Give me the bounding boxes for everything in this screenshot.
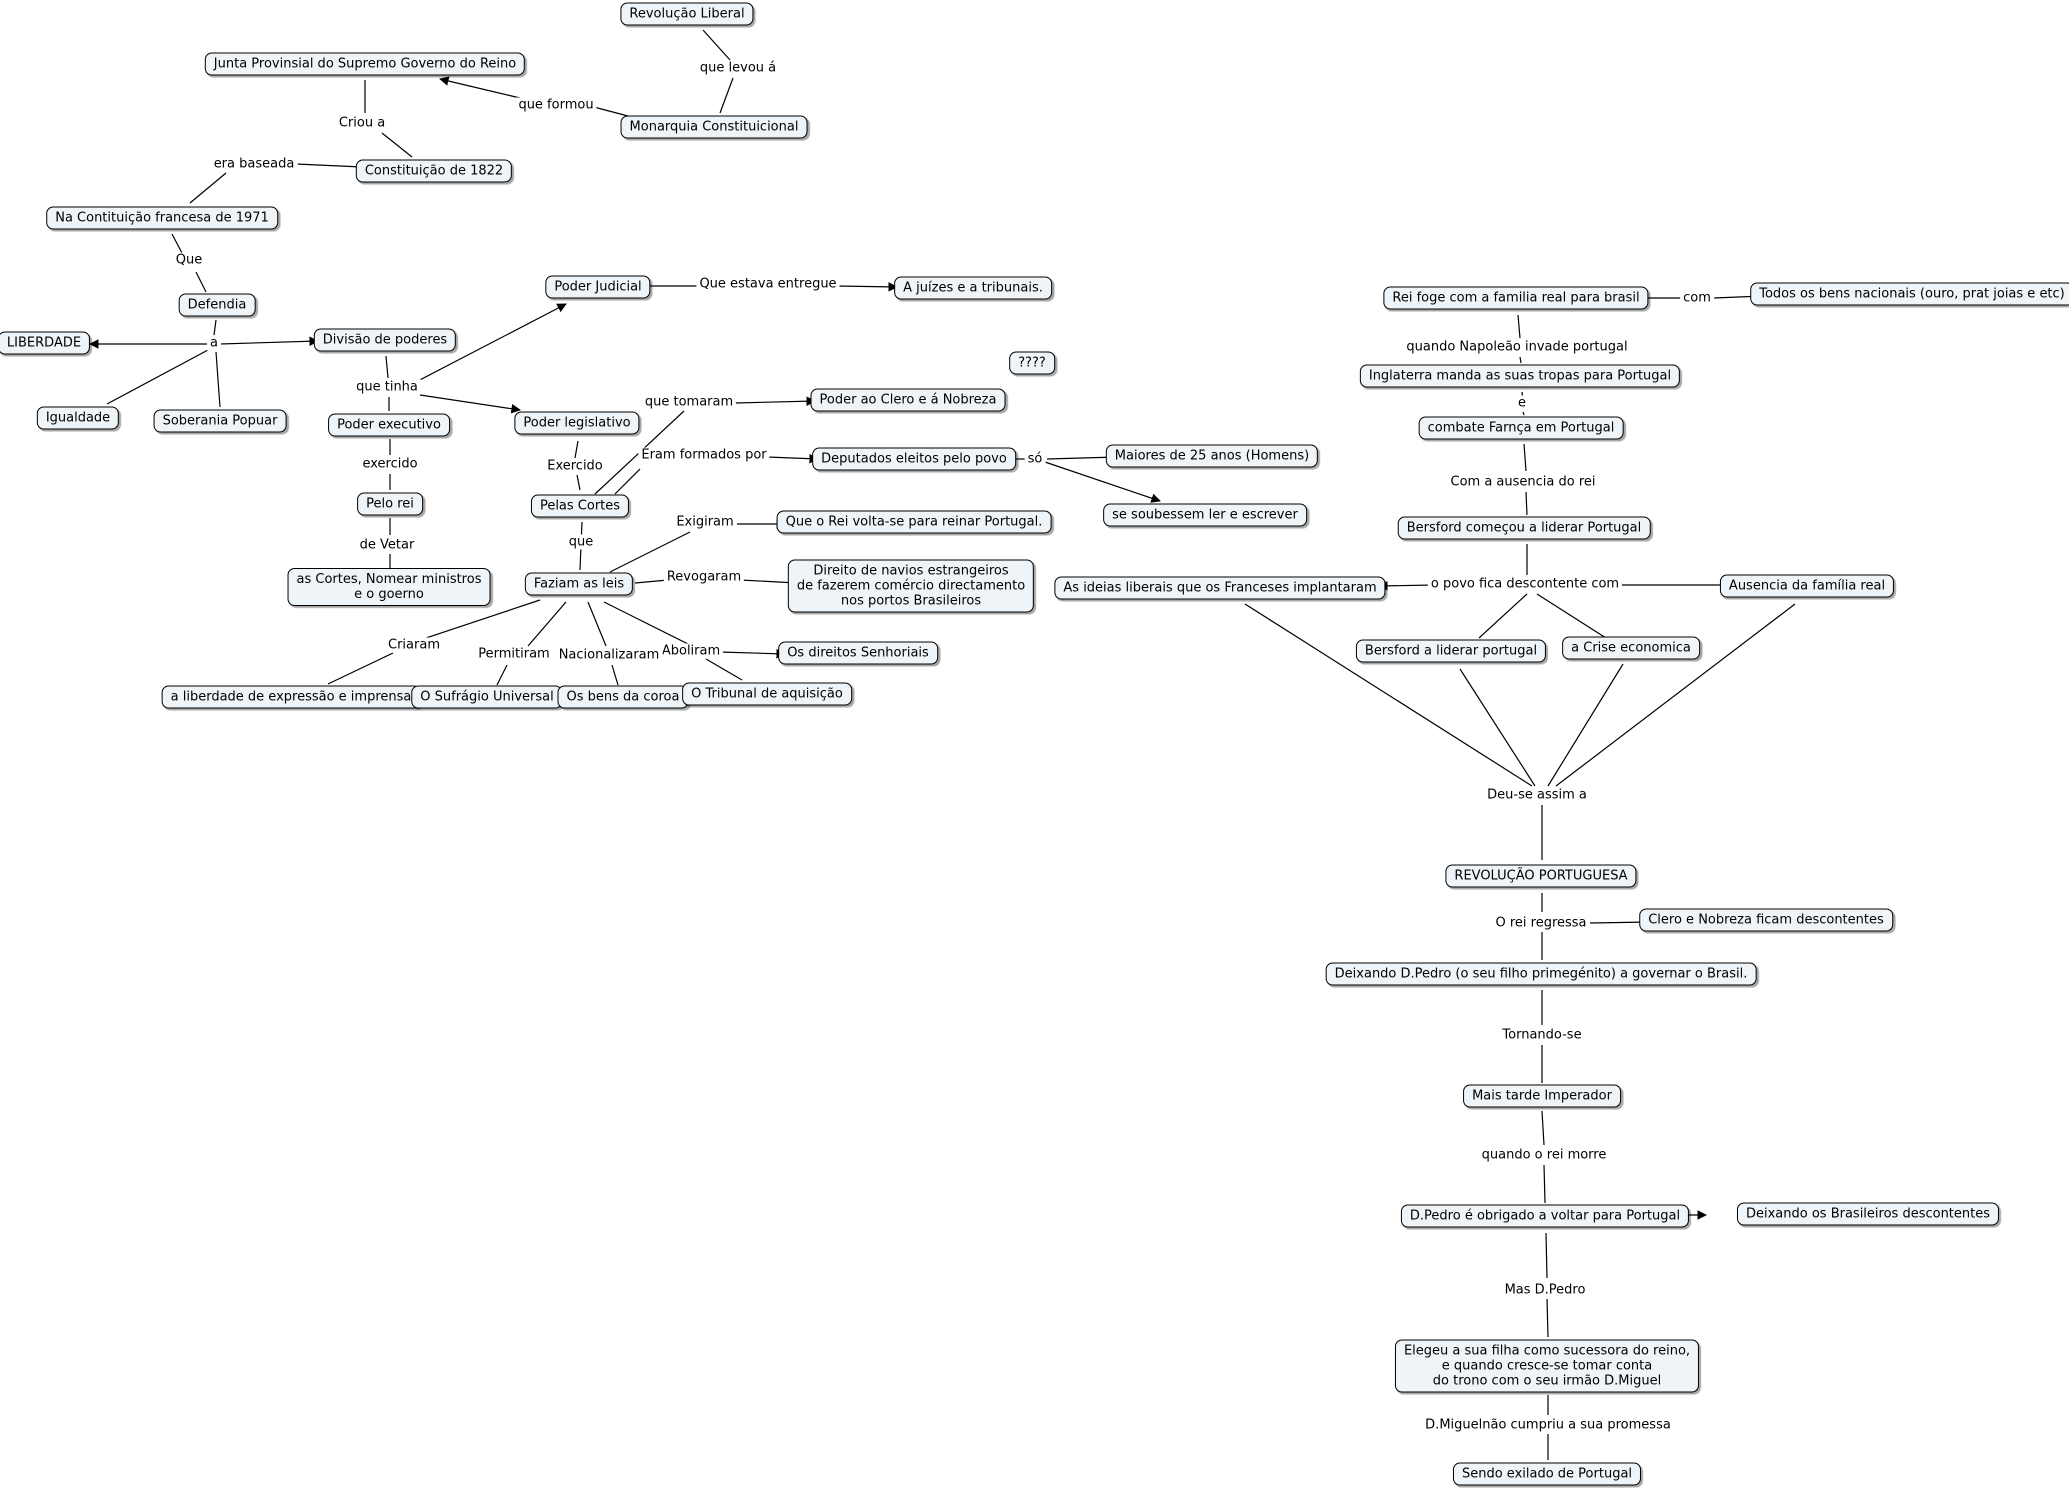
label-e: e: [1515, 395, 1529, 411]
node-cortes-ministros[interactable]: as Cortes, Nomear ministros e o goerno: [287, 568, 491, 606]
node-mais-tarde-imperador[interactable]: Mais tarde Imperador: [1463, 1084, 1621, 1108]
node-inglaterra-tropas[interactable]: Inglaterra manda as suas tropas para Por…: [1359, 364, 1681, 388]
node-bersford-liderar[interactable]: Bersford a liderar portugal: [1355, 639, 1547, 663]
node-constituicao-francesa[interactable]: Na Contituição francesa de 1971: [46, 206, 278, 230]
node-pelas-cortes[interactable]: Pelas Cortes: [530, 494, 630, 518]
node-bersford-comecou[interactable]: Bersford começou a liderar Portugal: [1397, 516, 1651, 540]
label-com-ausencia: Com a ausencia do rei: [1447, 474, 1599, 490]
node-combate-franca[interactable]: combate Farnça em Portugal: [1418, 416, 1624, 440]
label-de-vetar: de Vetar: [356, 537, 418, 553]
label-criou-a: Criou a: [335, 115, 389, 131]
node-junta-provisional[interactable]: Junta Provinsial do Supremo Governo do R…: [204, 52, 526, 76]
node-poder-executivo[interactable]: Poder executivo: [328, 413, 450, 437]
node-liberdade[interactable]: LIBERDADE: [0, 331, 91, 355]
label-quando-napoleao: quando Napoleão invade portugal: [1403, 339, 1631, 355]
node-juizes-tribunais[interactable]: A juízes e a tribunais.: [894, 276, 1052, 300]
node-sufragio-universal[interactable]: O Sufrágio Universal: [411, 685, 563, 709]
node-constituicao-1822[interactable]: Constituição de 1822: [355, 159, 513, 183]
label-rei-regressa: O rei regressa: [1492, 915, 1590, 931]
label-mas-pedro: Mas D.Pedro: [1501, 1282, 1589, 1298]
label-nacionalizaram: Nacionalizaram: [555, 647, 663, 663]
label-criaram: Criaram: [385, 637, 443, 653]
node-monarquia-constitucional[interactable]: Monarquia Constituicional: [620, 115, 808, 139]
label-que-levou: que levou á: [696, 60, 780, 76]
label-que-formou: que formou: [515, 97, 597, 113]
node-rei-volta[interactable]: Que o Rei volta-se para reinar Portugal.: [776, 510, 1052, 534]
label-revogaram: Revogaram: [663, 569, 745, 585]
label-eram-formados: Eram formados por: [638, 447, 770, 463]
label-exercido-executivo: exercido: [359, 456, 421, 472]
label-que-fazem: que: [565, 534, 597, 550]
node-brasileiros-descontentes[interactable]: Deixando os Brasileiros descontentes: [1736, 1202, 2000, 1226]
label-aboliram: Aboliram: [658, 643, 724, 659]
node-ideias-liberais[interactable]: As ideias liberais que os Franceses impl…: [1054, 576, 1386, 600]
node-maiores-25[interactable]: Maiores de 25 anos (Homens): [1105, 444, 1319, 468]
label-que: Que: [172, 252, 206, 268]
label-exercido-legislativo: Exercido: [544, 458, 606, 474]
node-question-marks[interactable]: ????: [1009, 351, 1055, 375]
node-elegeu-filha[interactable]: Elegeu a sua filha como sucessora do rei…: [1394, 1339, 1700, 1393]
label-povo-descontente: o povo fica descontente com: [1427, 576, 1623, 592]
node-clero-nobreza-descontentes[interactable]: Clero e Nobreza ficam descontentes: [1639, 908, 1893, 932]
node-rei-foge[interactable]: Rei foge com a familia real para brasil: [1383, 286, 1649, 310]
node-faziam-leis[interactable]: Faziam as leis: [524, 572, 634, 596]
node-direito-navios[interactable]: Direito de navios estrangeiros de fazere…: [787, 559, 1035, 613]
label-com: com: [1680, 290, 1714, 306]
label-so: só: [1024, 451, 1046, 467]
label-quando-rei-morre: quando o rei morre: [1478, 1147, 1610, 1163]
node-tribunal-aquisicao[interactable]: O Tribunal de aquisição: [682, 682, 852, 706]
label-era-baseada: era baseada: [210, 156, 298, 172]
node-bens-nacionais[interactable]: Todos os bens nacionais (ouro, prat joia…: [1750, 282, 2069, 306]
node-pedro-voltar[interactable]: D.Pedro é obrigado a voltar para Portuga…: [1400, 1204, 1690, 1228]
node-crise-economica[interactable]: a Crise economica: [1562, 636, 1700, 660]
node-deixando-pedro[interactable]: Deixando D.Pedro (o seu filho primegénit…: [1325, 962, 1757, 986]
node-revolucao-portuguesa[interactable]: REVOLUÇÃO PORTUGUESA: [1445, 864, 1637, 888]
node-deputados-eleitos[interactable]: Deputados eleitos pelo povo: [812, 447, 1016, 471]
label-a: a: [207, 335, 221, 351]
node-soberania-popular[interactable]: Soberania Popuar: [153, 409, 287, 433]
node-pelo-rei[interactable]: Pelo rei: [357, 492, 423, 516]
label-que-tomaram: que tomaram: [641, 394, 737, 410]
node-ler-escrever[interactable]: se soubessem ler e escrever: [1103, 503, 1307, 527]
node-poder-legislativo[interactable]: Poder legislativo: [514, 411, 640, 435]
node-sendo-exilado[interactable]: Sendo exilado de Portugal: [1452, 1462, 1642, 1486]
node-ausencia-familia[interactable]: Ausencia da família real: [1719, 574, 1895, 598]
node-defendia[interactable]: Defendia: [178, 293, 256, 317]
label-que-estava-entregue: Que estava entregue: [696, 276, 840, 292]
node-bens-coroa[interactable]: Os bens da coroa: [557, 685, 689, 709]
node-direitos-senhoriais[interactable]: Os direitos Senhoriais: [778, 641, 938, 665]
label-que-tinha: que tinha: [353, 379, 421, 395]
node-liberdade-expressao[interactable]: a liberdade de expressão e imprensa: [161, 685, 421, 709]
node-igualdade[interactable]: Igualdade: [36, 406, 120, 430]
label-exigiram: Exigiram: [673, 514, 737, 530]
node-divisao-poderes[interactable]: Divisão de poderes: [313, 328, 457, 352]
node-poder-judicial[interactable]: Poder Judicial: [545, 275, 651, 299]
node-revolucao-liberal[interactable]: Revolução Liberal: [620, 2, 754, 26]
label-permitiram: Permitiram: [475, 646, 553, 662]
label-tornando-se: Tornando-se: [1499, 1027, 1585, 1043]
label-miguel-nao-cumpriu: D.Miguelnão cumpriu a sua promessa: [1422, 1417, 1674, 1433]
node-poder-clero-nobreza[interactable]: Poder ao Clero e á Nobreza: [810, 388, 1006, 412]
label-deu-se: Deu-se assim a: [1484, 787, 1590, 803]
